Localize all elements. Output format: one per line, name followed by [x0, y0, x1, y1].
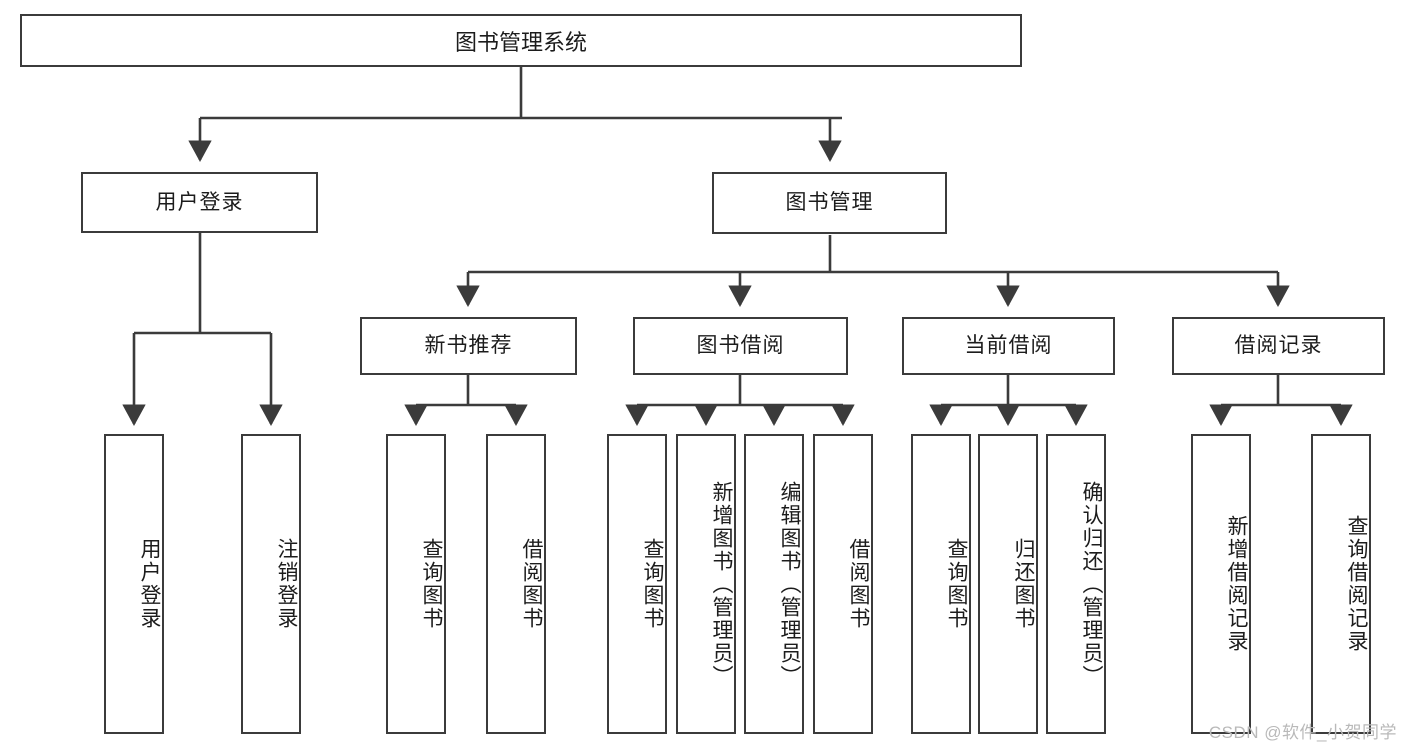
- leaf-label: 归还图书: [1012, 538, 1035, 630]
- node-label: 新书推荐: [424, 334, 513, 358]
- leaf-label: 新增借阅记录: [1225, 515, 1248, 653]
- node-root-system[interactable]: 图书管理系统: [20, 14, 1022, 67]
- node-borrow-record[interactable]: 借阅记录: [1172, 317, 1385, 375]
- leaf-current-return-book[interactable]: 归还图书: [978, 434, 1038, 734]
- node-label: 图书借阅: [696, 334, 785, 358]
- leaf-label: 编辑图书（管理员）: [778, 480, 801, 688]
- node-label: 图书管理: [785, 191, 874, 215]
- leaf-label: 借阅图书: [520, 538, 543, 630]
- leaf-current-confirm-return-admin[interactable]: 确认归还（管理员）: [1046, 434, 1106, 734]
- leaf-new-book-borrow[interactable]: 借阅图书: [486, 434, 546, 734]
- leaf-user-login-logout[interactable]: 注销登录: [241, 434, 301, 734]
- node-label: 当前借阅: [964, 334, 1053, 358]
- node-user-login[interactable]: 用户登录: [81, 172, 318, 233]
- node-label: 借阅记录: [1234, 334, 1323, 358]
- leaf-new-book-query[interactable]: 查询图书: [386, 434, 446, 734]
- leaf-label: 查询借阅记录: [1345, 515, 1368, 653]
- leaf-borrow-query-book[interactable]: 查询图书: [607, 434, 667, 734]
- leaf-label: 借阅图书: [847, 538, 870, 630]
- leaf-user-login-login[interactable]: 用户登录: [104, 434, 164, 734]
- node-new-book-recommend[interactable]: 新书推荐: [360, 317, 577, 375]
- node-label: 用户登录: [155, 190, 244, 214]
- leaf-current-query-book[interactable]: 查询图书: [911, 434, 971, 734]
- leaf-label: 确认归还（管理员）: [1080, 480, 1103, 688]
- node-book-management[interactable]: 图书管理: [712, 172, 947, 234]
- node-label: 图书管理系统: [454, 29, 587, 55]
- leaf-record-add-record[interactable]: 新增借阅记录: [1191, 434, 1251, 734]
- watermark: CSDN @软件_小贺同学: [1208, 723, 1397, 742]
- leaf-borrow-add-book-admin[interactable]: 新增图书（管理员）: [676, 434, 736, 734]
- leaf-label: 用户登录: [138, 538, 161, 630]
- leaf-label: 查询图书: [945, 538, 968, 630]
- leaf-label: 注销登录: [275, 538, 298, 630]
- leaf-label: 查询图书: [641, 538, 664, 630]
- node-current-borrow[interactable]: 当前借阅: [902, 317, 1115, 375]
- leaf-record-query-record[interactable]: 查询借阅记录: [1311, 434, 1371, 734]
- leaf-borrow-borrow-book[interactable]: 借阅图书: [813, 434, 873, 734]
- leaf-borrow-edit-book-admin[interactable]: 编辑图书（管理员）: [744, 434, 804, 734]
- leaf-label: 查询图书: [420, 538, 443, 630]
- leaf-label: 新增图书（管理员）: [710, 480, 733, 688]
- node-book-borrow[interactable]: 图书借阅: [633, 317, 848, 375]
